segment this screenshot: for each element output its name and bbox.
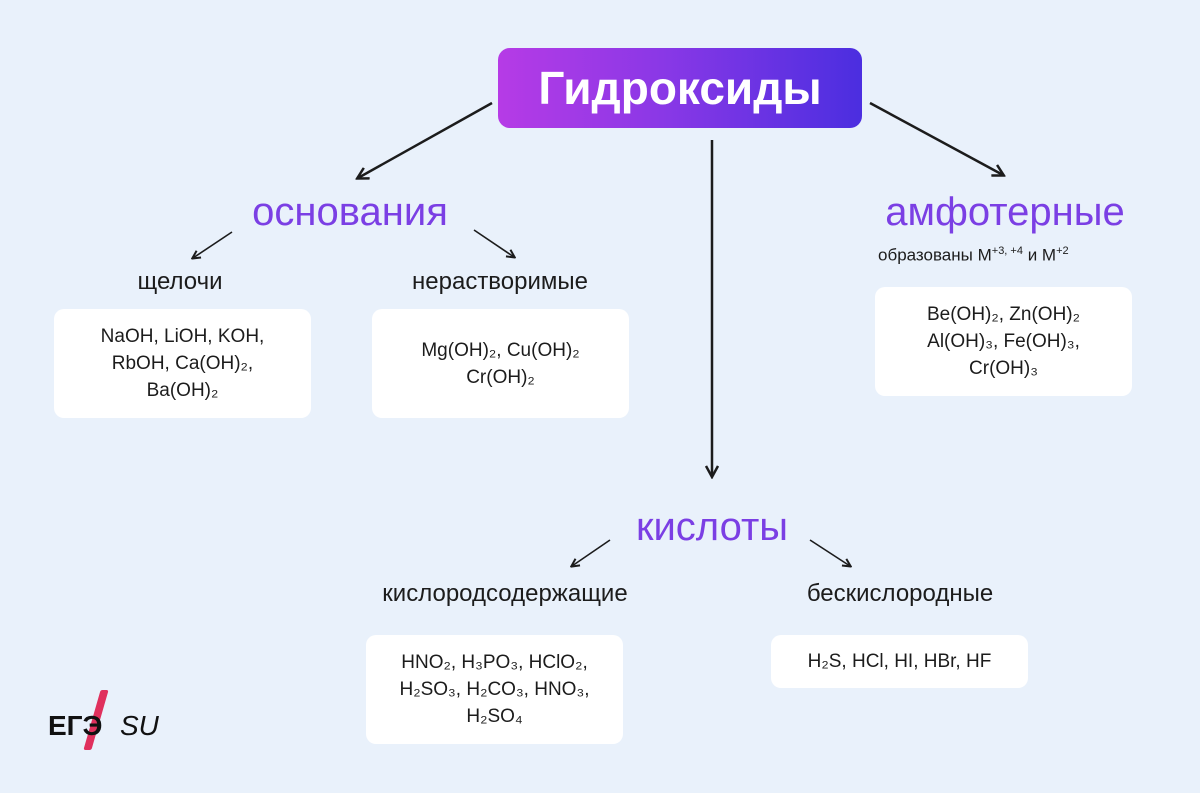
- page-title: Гидроксиды: [538, 62, 822, 114]
- logo-text-left: ЕГЭ: [48, 710, 103, 741]
- formula-line: RbOH, Ca(OH)₂,: [111, 353, 254, 374]
- title-box: Гидроксиды: [498, 48, 862, 128]
- bases-heading: основания: [252, 190, 448, 234]
- insoluble-heading: нерастворимые: [412, 268, 588, 295]
- amphoteric-note: образованы M+3, +4 и M+2: [878, 245, 1069, 266]
- formula-line: H₂S, HCl, HI, HBr, HF: [807, 651, 992, 672]
- oxygenless-acids-heading: бескислородные: [806, 580, 994, 607]
- arrow-to-amphoteric: [869, 101, 1003, 175]
- formula-line: Be(OH)₂, Zn(OH)₂: [926, 304, 1081, 325]
- amphoteric-card: Be(OH)₂, Zn(OH)₂ Al(OH)₃, Fe(OH)₃, Cr(OH…: [875, 287, 1132, 396]
- formula-line: HNO₂, H₃PO₃, HClO₂,: [401, 652, 588, 673]
- formula-line: H₂SO₃, H₂CO₃, HNO₃,: [399, 679, 590, 700]
- logo-text-right: SU: [120, 710, 159, 741]
- formula-line: Cr(OH)₃: [969, 358, 1038, 379]
- alkali-heading: щелочи: [137, 268, 223, 295]
- oxygen-acids-heading: кислородсодержащие: [382, 580, 628, 607]
- arrow-to-oxygenless-acids: [809, 539, 850, 566]
- arrow-to-alkali: [193, 231, 233, 258]
- formula-line: Mg(OH)₂, Cu(OH)₂: [421, 339, 580, 361]
- amphoteric-heading: амфотерные: [885, 190, 1125, 234]
- note-charge-1: +3, +4: [991, 245, 1023, 257]
- arrow-to-insoluble: [473, 229, 514, 257]
- arrow-to-oxygen-acids: [572, 539, 611, 566]
- formula-line: Ba(OH)₂: [146, 380, 219, 401]
- note-middle: и M: [1022, 245, 1057, 265]
- formula-line: Cr(OH)₂: [466, 366, 535, 388]
- arrow-to-bases: [358, 101, 493, 178]
- alkali-card: NaOH, LiOH, KOH, RbOH, Ca(OH)₂, Ba(OH)₂: [54, 309, 311, 418]
- oxygen-acids-card: HNO₂, H₃PO₃, HClO₂, H₂SO₃, H₂CO₃, HNO₃, …: [366, 635, 623, 744]
- acids-heading: кислоты: [635, 505, 789, 549]
- oxygenless-acids-card: H₂S, HCl, HI, HBr, HF: [771, 635, 1028, 688]
- formula-line: NaOH, LiOH, KOH,: [100, 326, 265, 347]
- ege-su-logo: ЕГЭ SU: [48, 690, 178, 760]
- insoluble-card: Mg(OH)₂, Cu(OH)₂ Cr(OH)₂: [372, 309, 629, 418]
- formula-line: Al(OH)₃, Fe(OH)₃,: [927, 331, 1080, 352]
- note-charge-2: +2: [1056, 245, 1069, 257]
- formula-line: H₂SO₄: [466, 706, 523, 727]
- note-prefix: образованы M: [878, 245, 992, 265]
